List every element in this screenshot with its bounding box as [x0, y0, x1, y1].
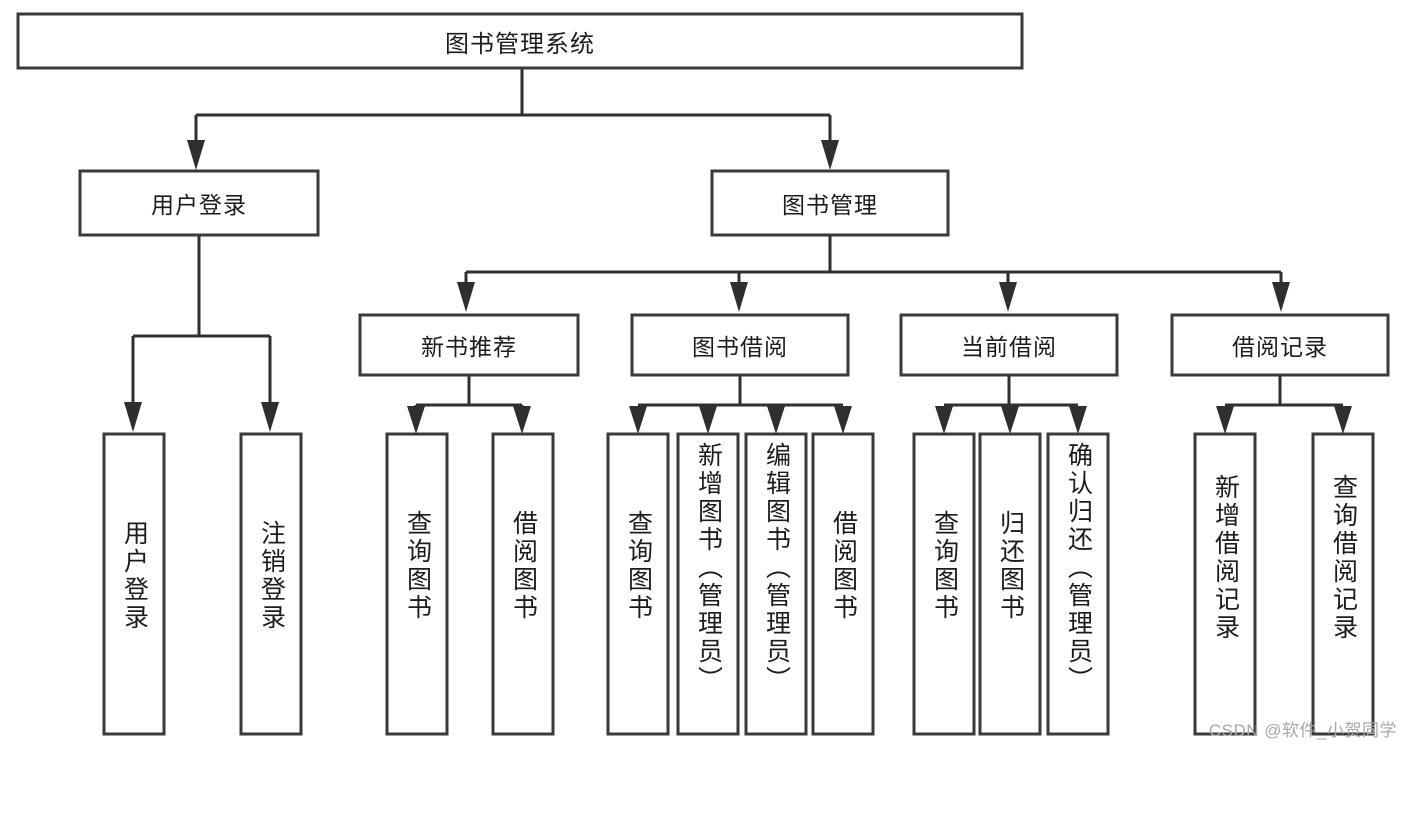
arrow-head-new-book-recommend — [457, 282, 475, 312]
node-box-leaf-logout[interactable] — [239, 432, 303, 736]
node-box-leaf-add-record[interactable] — [1193, 432, 1257, 736]
node-box-root[interactable] — [16, 12, 1024, 70]
node-box-leaf-return-book[interactable] — [978, 432, 1042, 736]
arrow-head-leaf-add-book — [699, 406, 717, 434]
node-box-leaf-query-book-3[interactable] — [912, 432, 976, 736]
node-box-user-login[interactable] — [78, 169, 320, 237]
node-box-leaf-borrow-book-2[interactable] — [811, 432, 875, 736]
connector-group-new-book-recommend — [407, 376, 531, 434]
flowchart-canvas: 图书管理系统 用户登录 图书管理 新书推荐 图书借阅 当前借阅 借阅记录 用户登… — [16, 12, 1397, 740]
node-box-leaf-query-book-1[interactable] — [385, 432, 449, 736]
node-box-leaf-confirm-return[interactable] — [1046, 432, 1110, 736]
node-box-borrow-record[interactable] — [1170, 313, 1390, 377]
connector-group-user-login — [124, 236, 279, 432]
connector-group-book-management — [457, 236, 1290, 312]
watermark-text: CSDN @软件_小贺同学 — [1208, 721, 1397, 740]
node-box-leaf-query-record[interactable] — [1311, 432, 1375, 736]
arrow-head-leaf-query-book-3 — [935, 406, 953, 434]
arrow-head-book-management — [821, 140, 839, 170]
arrow-head-leaf-logout — [261, 402, 279, 432]
arrow-head-leaf-edit-book — [767, 406, 785, 434]
arrow-head-leaf-query-book-1 — [407, 406, 425, 434]
connector-group-root — [187, 68, 839, 170]
node-box-leaf-query-book-2[interactable] — [606, 432, 670, 736]
arrow-head-leaf-user-login — [124, 402, 142, 432]
node-box-current-borrow[interactable] — [899, 313, 1119, 377]
arrow-head-leaf-add-record — [1216, 406, 1234, 434]
arrow-head-leaf-confirm-return — [1069, 406, 1087, 434]
connector-group-borrow-record — [1216, 376, 1352, 434]
arrow-head-borrow-record — [1272, 282, 1290, 312]
node-box-book-management[interactable] — [710, 169, 950, 237]
connector-group-current-borrow — [935, 376, 1087, 434]
arrow-head-leaf-query-record — [1334, 406, 1352, 434]
arrow-head-leaf-borrow-book-2 — [834, 406, 852, 434]
node-box-leaf-add-book[interactable] — [676, 432, 740, 736]
arrow-head-current-borrow — [999, 282, 1017, 312]
node-box-leaf-edit-book[interactable] — [744, 432, 808, 736]
arrow-head-user-login — [187, 140, 205, 170]
arrow-head-book-borrow — [730, 282, 748, 312]
node-box-book-borrow[interactable] — [630, 313, 850, 377]
node-box-leaf-borrow-book-1[interactable] — [491, 432, 555, 736]
node-box-leaf-user-login[interactable] — [102, 432, 166, 736]
arrow-head-leaf-return-book — [1001, 406, 1019, 434]
arrow-head-leaf-query-book-2 — [629, 406, 647, 434]
arrow-head-leaf-borrow-book-1 — [513, 406, 531, 434]
connector-group-book-borrow — [629, 376, 852, 434]
diagram-svg — [16, 12, 1390, 736]
node-box-new-book-recommend[interactable] — [358, 313, 580, 377]
